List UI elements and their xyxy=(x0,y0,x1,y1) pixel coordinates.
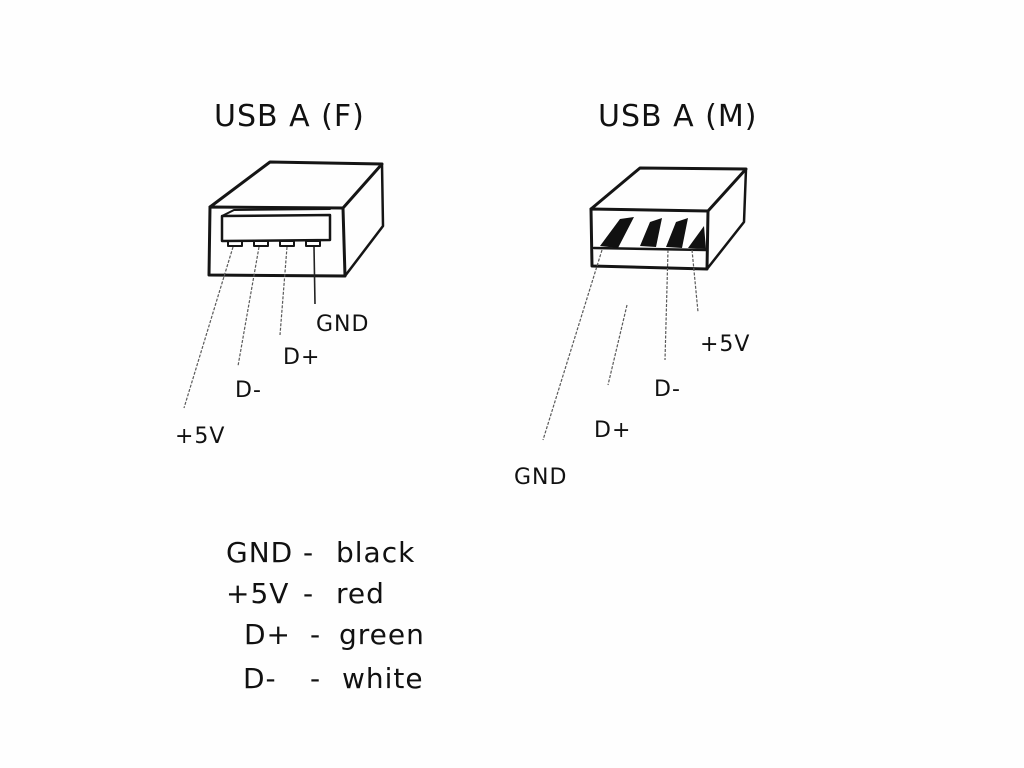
female-wire-gnd xyxy=(313,246,316,305)
female-title: USB A (F) xyxy=(214,99,365,134)
male-wire-dminus xyxy=(664,249,669,361)
female-connector-body xyxy=(207,160,385,278)
male-wire-5v xyxy=(691,249,699,313)
legend-color: white xyxy=(342,662,424,695)
male-pin-label-5v: +5V xyxy=(700,332,750,357)
female-wire-dminus xyxy=(237,246,260,367)
legend-signal: D- xyxy=(243,662,277,695)
female-pin-label-gnd: GND xyxy=(316,312,369,337)
legend-separator: - xyxy=(310,618,321,651)
male-pin-label-gnd: GND xyxy=(514,465,567,490)
female-pin-label-dminus: D- xyxy=(235,378,262,403)
wire-color-legend: GND - black +5V - red D+ - green D- - wh… xyxy=(226,536,425,695)
female-pin-label-5v: +5V xyxy=(175,424,225,449)
legend-color: black xyxy=(336,536,415,569)
legend-separator: - xyxy=(303,577,314,610)
female-wire-5v xyxy=(183,246,234,409)
female-pin-label-dplus: D+ xyxy=(283,345,320,370)
legend-row-5v: +5V - red xyxy=(226,577,385,610)
male-pin-label-dplus: D+ xyxy=(594,418,631,443)
legend-signal: GND xyxy=(226,536,293,569)
legend-color: green xyxy=(339,618,425,651)
female-connector: USB A (F) GND D+ D- +5V xyxy=(175,99,385,449)
legend-color: red xyxy=(336,577,385,610)
legend-signal: +5V xyxy=(226,577,289,610)
legend-separator: - xyxy=(310,662,321,695)
legend-row-dplus: D+ - green xyxy=(244,618,425,651)
female-wire-dplus xyxy=(279,246,288,336)
legend-row-gnd: GND - black xyxy=(226,536,415,569)
male-wire-dplus xyxy=(607,304,628,386)
legend-signal: D+ xyxy=(244,618,291,651)
male-wire-gnd xyxy=(542,249,603,441)
male-connector: USB A (M) +5V D- D+ GND xyxy=(514,99,757,490)
male-connector-body xyxy=(589,166,748,271)
legend-separator: - xyxy=(303,536,314,569)
legend-row-dminus: D- - white xyxy=(243,662,424,695)
male-pin-label-dminus: D- xyxy=(654,377,681,402)
male-contacts xyxy=(600,217,706,249)
male-title: USB A (M) xyxy=(598,99,757,134)
